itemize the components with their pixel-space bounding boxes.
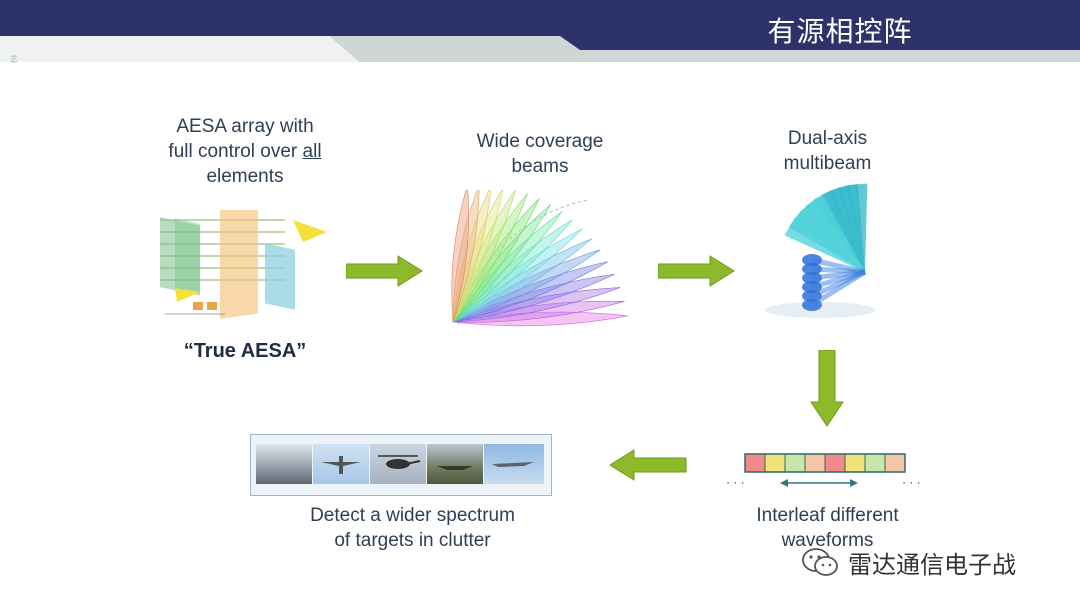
wide-caption-line-1: Wide coverage: [476, 131, 604, 152]
beam-lobe: [452, 249, 601, 323]
page-title: 有源相控阵: [767, 15, 913, 48]
corner-mark: ㊣: [10, 55, 18, 64]
waveform-cell: [784, 453, 806, 473]
multibeam-beam-line: [810, 269, 867, 308]
watermark-text: 雷达通信电子战: [848, 550, 1016, 579]
header-band: [0, 0, 1080, 62]
photo-helicopter: [370, 444, 426, 484]
interleaved-waveform-strip: · · · · · ·: [726, 453, 921, 489]
waveform-cell: [844, 453, 866, 473]
wide-caption: Wide coverage beams: [440, 129, 640, 179]
waveform-cell: [804, 453, 826, 473]
dual-caption-line-2: multibeam: [783, 153, 872, 174]
waveform-cell: [884, 453, 906, 473]
beam-lobe: [452, 261, 609, 323]
beam-lobe: [452, 300, 625, 323]
aesa-caption-line-1: AESA array with: [176, 116, 314, 137]
detect-caption: Detect a wider spectrum of targets in cl…: [280, 503, 545, 553]
multibeam-lobe-upper: [788, 211, 865, 272]
aesa-caption: AESA array with full control over all el…: [140, 114, 350, 189]
beam-lobe: [451, 190, 469, 323]
target-photo-strip: [250, 434, 552, 496]
arrow-left: [610, 449, 687, 481]
beam-lobe: [452, 287, 621, 323]
detect-caption-line-2: of targets in clutter: [334, 530, 491, 551]
aesa-caption-line-3: elements: [206, 166, 284, 187]
arrow-down: [810, 350, 844, 427]
interleaf-caption-line-1: Interleaf different: [756, 505, 899, 526]
interleaf-caption: Interleaf different waveforms: [720, 503, 935, 553]
wide-coverage-beam-fan: [451, 190, 628, 327]
watermark: 雷达通信电子战: [800, 545, 1070, 579]
true-aesa-title: “True AESA”: [183, 340, 307, 362]
arrow-right-2: [658, 255, 735, 287]
photo-fighter-jet: [484, 444, 544, 484]
waveform-cell: [864, 453, 886, 473]
waveform-cell: [744, 453, 766, 473]
beam-lobe: [452, 190, 480, 323]
dual-caption: Dual-axis multibeam: [740, 126, 915, 176]
beam-lobe: [452, 190, 492, 323]
aesa-caption-emphasis: all: [302, 141, 322, 162]
detect-caption-line-1: Detect a wider spectrum: [310, 505, 515, 526]
photo-ground-aircraft: [427, 444, 483, 484]
waveform-cell: [764, 453, 786, 473]
interleaf-caption-line-2: waveforms: [781, 530, 874, 551]
waveform-ellipsis-right: · · ·: [902, 475, 921, 489]
dual-axis-multibeam-graphic: [765, 183, 875, 318]
photo-ship-aircraft: [256, 444, 312, 484]
aesa-caption-line-2: full control over all: [168, 141, 322, 162]
beam-lobe: [452, 311, 628, 327]
beam-lobe: [452, 238, 592, 323]
multibeam-lobe-upper: [784, 218, 865, 272]
waveform-strip-outline: [744, 453, 906, 473]
aesa-array-diagram: [160, 210, 327, 319]
waveform-ellipsis-left: · · ·: [726, 475, 745, 489]
waveform-cell: [824, 453, 846, 473]
wide-caption-line-2: beams: [511, 156, 569, 177]
dual-caption-line-1: Dual-axis: [787, 128, 868, 149]
arrow-right-1: [346, 255, 423, 287]
beam-lobe: [452, 273, 615, 323]
photo-uav: [313, 444, 369, 484]
wechat-icon: [802, 548, 838, 576]
